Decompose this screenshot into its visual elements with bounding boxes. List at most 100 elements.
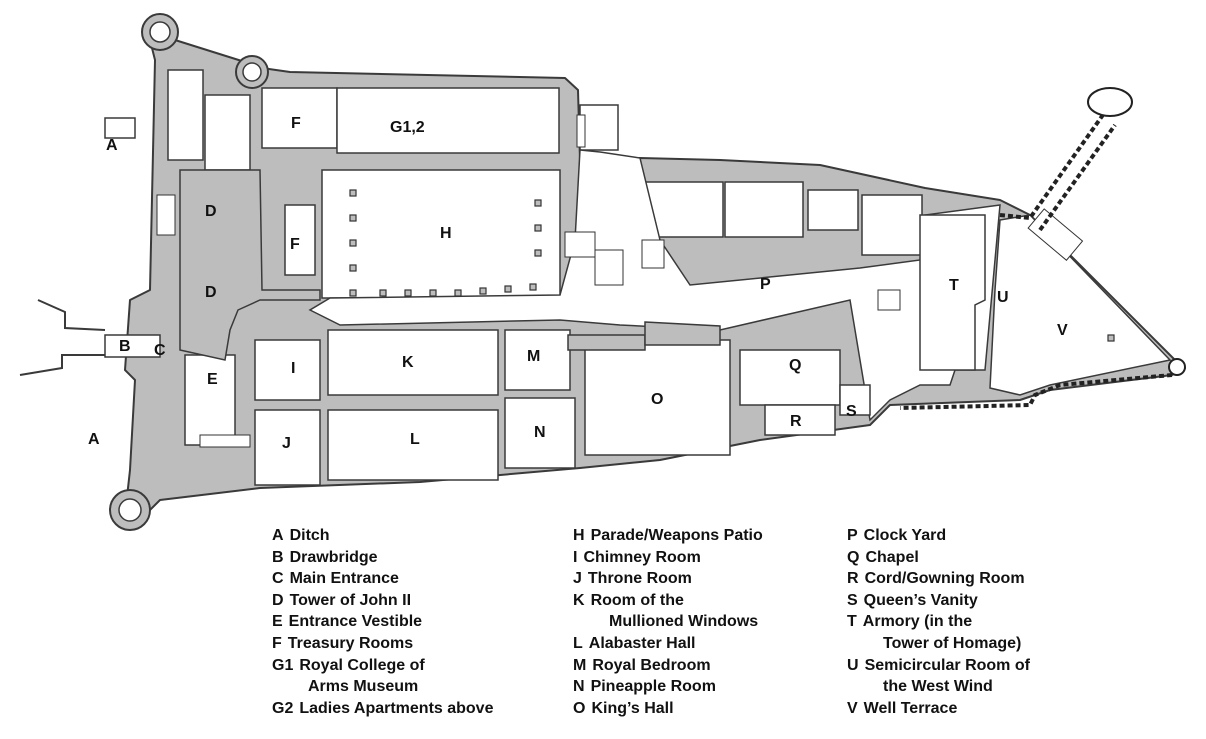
drawbridge xyxy=(19,299,106,376)
legend-key: C xyxy=(272,570,284,588)
legend-text: King’s Hall xyxy=(591,699,674,717)
legend-text: Room of the xyxy=(590,591,684,609)
legend-entry-r: R Cord/Gowning Room xyxy=(847,568,1030,590)
room-labels: A A B C D D E F F G1,2 H I J K L M N O P… xyxy=(88,115,1068,452)
legend-key: V xyxy=(847,699,858,717)
legend-key: J xyxy=(573,570,582,588)
legend-text: Ladies Apartments above xyxy=(299,699,494,717)
legend-key: D xyxy=(272,591,284,609)
legend-key: S xyxy=(847,591,858,609)
legend-text: Chapel xyxy=(865,548,919,566)
legend-text: Cord/Gowning Room xyxy=(864,570,1025,588)
grey-block xyxy=(644,321,721,346)
label-v: V xyxy=(1057,322,1068,339)
grey-block xyxy=(567,334,646,351)
legend-key: M xyxy=(573,656,587,674)
label-p: P xyxy=(760,276,771,293)
label-u: U xyxy=(997,289,1009,306)
label-f-bottom: F xyxy=(290,236,300,253)
label-i: I xyxy=(291,360,295,377)
legend-text: Royal Bedroom xyxy=(592,656,711,674)
label-t: T xyxy=(949,277,959,294)
legend-key: G2 xyxy=(272,699,294,717)
label-q: Q xyxy=(789,357,801,374)
legend-text: Semicircular Room of xyxy=(864,656,1030,674)
legend-text: Royal College of xyxy=(299,656,425,674)
label-j: J xyxy=(282,435,291,452)
corner-towers xyxy=(109,13,269,531)
label-e: E xyxy=(207,371,218,388)
legend-entry-j: J Throne Room xyxy=(573,568,763,590)
patio-pillars xyxy=(349,189,1115,342)
label-a-bottom: A xyxy=(88,431,100,448)
legend-entry-h: H Parade/Weapons Patio xyxy=(573,525,763,547)
label-c: C xyxy=(154,342,166,359)
legend-text: Queen’s Vanity xyxy=(863,591,978,609)
legend-key: U xyxy=(847,656,859,674)
legend-entry-g2: G2 Ladies Apartments above xyxy=(272,698,493,720)
legend-key: T xyxy=(847,613,857,631)
legend-key: Q xyxy=(847,548,860,566)
legend-entry-continuation: Mullioned Windows xyxy=(609,613,759,631)
legend-key: K xyxy=(573,591,585,609)
legend-entry-l: L Alabaster Hall xyxy=(573,633,763,655)
label-r: R xyxy=(790,413,802,430)
legend-entry-g1: G1 Royal College of xyxy=(272,655,493,677)
legend-text: Ditch xyxy=(289,527,330,544)
stairs xyxy=(156,114,1084,448)
legend-key: L xyxy=(573,634,583,652)
label-b: B xyxy=(119,338,131,355)
legend-entry-s: S Queen’s Vanity xyxy=(847,590,1030,612)
legend-key: G1 xyxy=(272,656,294,674)
legend-key: B xyxy=(272,548,284,566)
well-walkway xyxy=(899,87,1186,410)
label-s: S xyxy=(846,403,857,420)
legend-text: Well Terrace xyxy=(863,699,958,717)
label-k: K xyxy=(402,354,414,371)
legend-key: P xyxy=(847,527,858,544)
legend-key: F xyxy=(272,634,282,652)
legend-text: Treasury Rooms xyxy=(287,634,414,652)
rooms xyxy=(104,69,1172,486)
legend-text: Parade/Weapons Patio xyxy=(590,527,763,544)
legend-text: Entrance Vestible xyxy=(288,613,423,631)
legend-text: Alabaster Hall xyxy=(588,634,696,652)
legend-key: H xyxy=(573,527,585,544)
legend-entry-c: C Main Entrance xyxy=(272,568,493,590)
legend-entry-f: F Treasury Rooms xyxy=(272,633,493,655)
label-h: H xyxy=(440,225,452,242)
tower-of-john-ii xyxy=(179,169,321,361)
legend-text: Throne Room xyxy=(587,570,692,588)
legend-text: Armory (in the xyxy=(862,613,973,631)
legend-key: R xyxy=(847,570,859,588)
label-f-top: F xyxy=(291,115,301,132)
label-g12: G1,2 xyxy=(390,119,425,136)
label-d-bottom: D xyxy=(205,284,217,301)
legend-key: A xyxy=(272,527,284,544)
legend-entry-u: U Semicircular Room of xyxy=(847,655,1030,677)
legend-entry-a: A Ditch xyxy=(272,525,493,547)
legend-entry-m: M Royal Bedroom xyxy=(573,655,763,677)
legend-entry-continuation: Arms Museum xyxy=(308,678,419,696)
legend-text: Chimney Room xyxy=(583,548,701,566)
legend-entry-v: V Well Terrace xyxy=(847,698,1030,720)
legend-entry-q: Q Chapel xyxy=(847,547,1030,569)
label-a-top: A xyxy=(106,137,118,154)
legend-text: Main Entrance xyxy=(289,570,399,588)
label-l: L xyxy=(410,431,420,448)
legend-entry-continuation: Tower of Homage) xyxy=(883,634,1022,652)
legend-entry-continuation: the West Wind xyxy=(883,678,993,696)
legend-entry-k: K Room of the xyxy=(573,590,763,612)
legend-entry-t: T Armory (in the xyxy=(847,611,1030,633)
